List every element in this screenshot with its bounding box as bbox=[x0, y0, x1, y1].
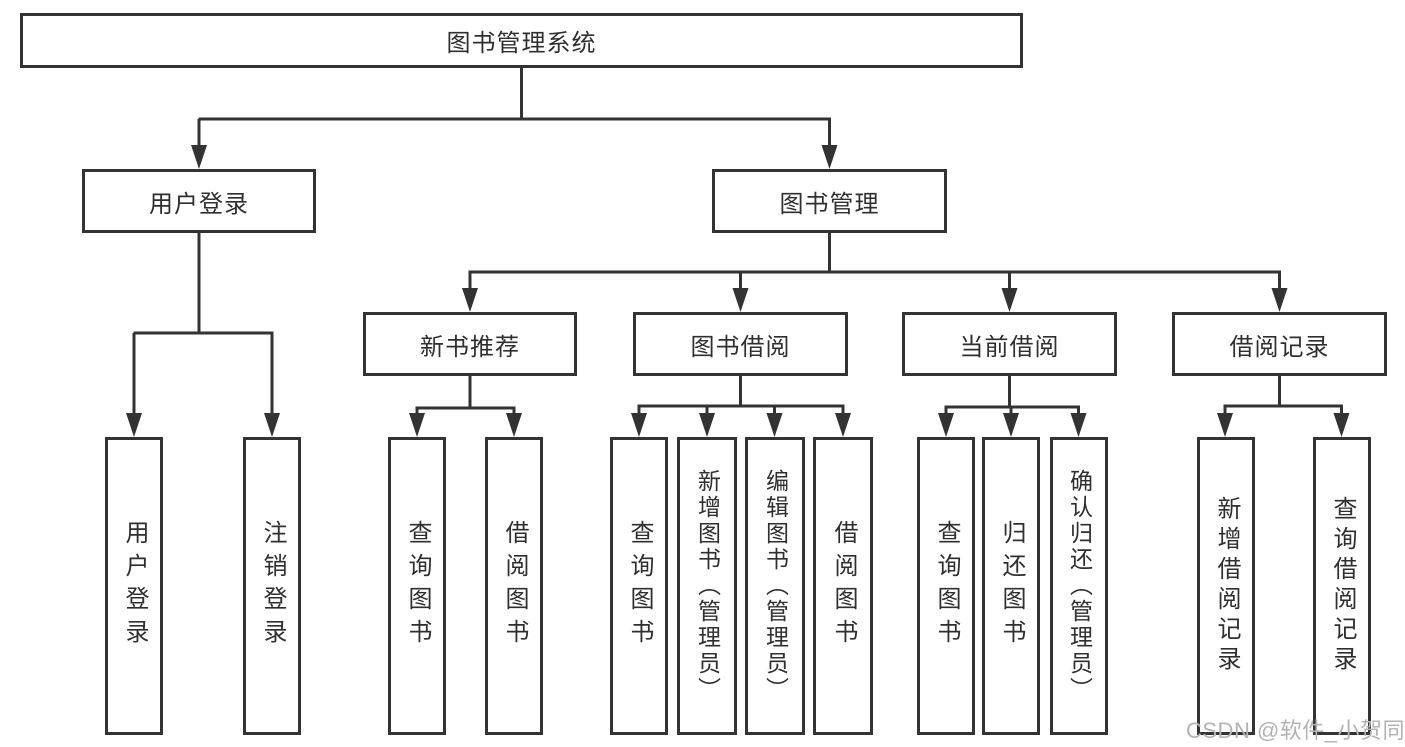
leaf-label: 归还图书 bbox=[998, 520, 1025, 652]
leaf-label: 确认归还（管理员） bbox=[1066, 469, 1093, 703]
leaf-return-books: 归还图书 bbox=[982, 437, 1040, 735]
leaf-label: 查询图书 bbox=[933, 520, 960, 652]
node-borrowing-records: 借阅记录 bbox=[1172, 312, 1387, 376]
leaf-label: 注销登录 bbox=[259, 520, 286, 652]
leaf-label: 借阅图书 bbox=[830, 520, 857, 652]
node-library-management-system: 图书管理系统 bbox=[20, 13, 1023, 68]
leaf-logout: 注销登录 bbox=[243, 437, 301, 735]
leaf-label: 查询借阅记录 bbox=[1329, 496, 1356, 676]
node-new-book-recommendation: 新书推荐 bbox=[363, 312, 577, 376]
csdn-watermark: CSDN @软件_小贺同学 bbox=[1186, 718, 1405, 743]
leaf-confirm-return-admin: 确认归还（管理员） bbox=[1050, 437, 1108, 735]
leaf-query-books-current: 查询图书 bbox=[917, 437, 975, 735]
node-book-management: 图书管理 bbox=[712, 169, 947, 233]
leaf-query-borrow-record: 查询借阅记录 bbox=[1313, 437, 1371, 735]
leaf-label: 新增借阅记录 bbox=[1213, 496, 1240, 676]
leaf-add-borrow-record: 新增借阅记录 bbox=[1197, 437, 1255, 735]
leaf-query-books-borrowing: 查询图书 bbox=[610, 437, 668, 735]
leaf-edit-book-admin: 编辑图书（管理员） bbox=[745, 437, 805, 735]
leaf-borrow-books-recommend: 借阅图书 bbox=[485, 437, 543, 735]
leaf-label: 查询图书 bbox=[626, 520, 653, 652]
leaf-label: 用户登录 bbox=[121, 520, 148, 652]
leaf-label: 借阅图书 bbox=[501, 520, 528, 652]
node-user-login: 用户登录 bbox=[82, 169, 316, 233]
leaf-user-login: 用户登录 bbox=[105, 437, 163, 735]
leaf-borrow-books-borrowing: 借阅图书 bbox=[813, 437, 873, 735]
node-current-borrowing: 当前借阅 bbox=[902, 312, 1117, 376]
leaf-label: 新增图书（管理员） bbox=[694, 469, 721, 703]
leaf-label: 查询图书 bbox=[404, 520, 431, 652]
node-book-borrowing: 图书借阅 bbox=[633, 312, 848, 376]
leaf-add-book-admin: 新增图书（管理员） bbox=[677, 437, 737, 735]
leaf-query-books-recommend: 查询图书 bbox=[388, 437, 446, 735]
leaf-label: 编辑图书（管理员） bbox=[762, 469, 789, 703]
